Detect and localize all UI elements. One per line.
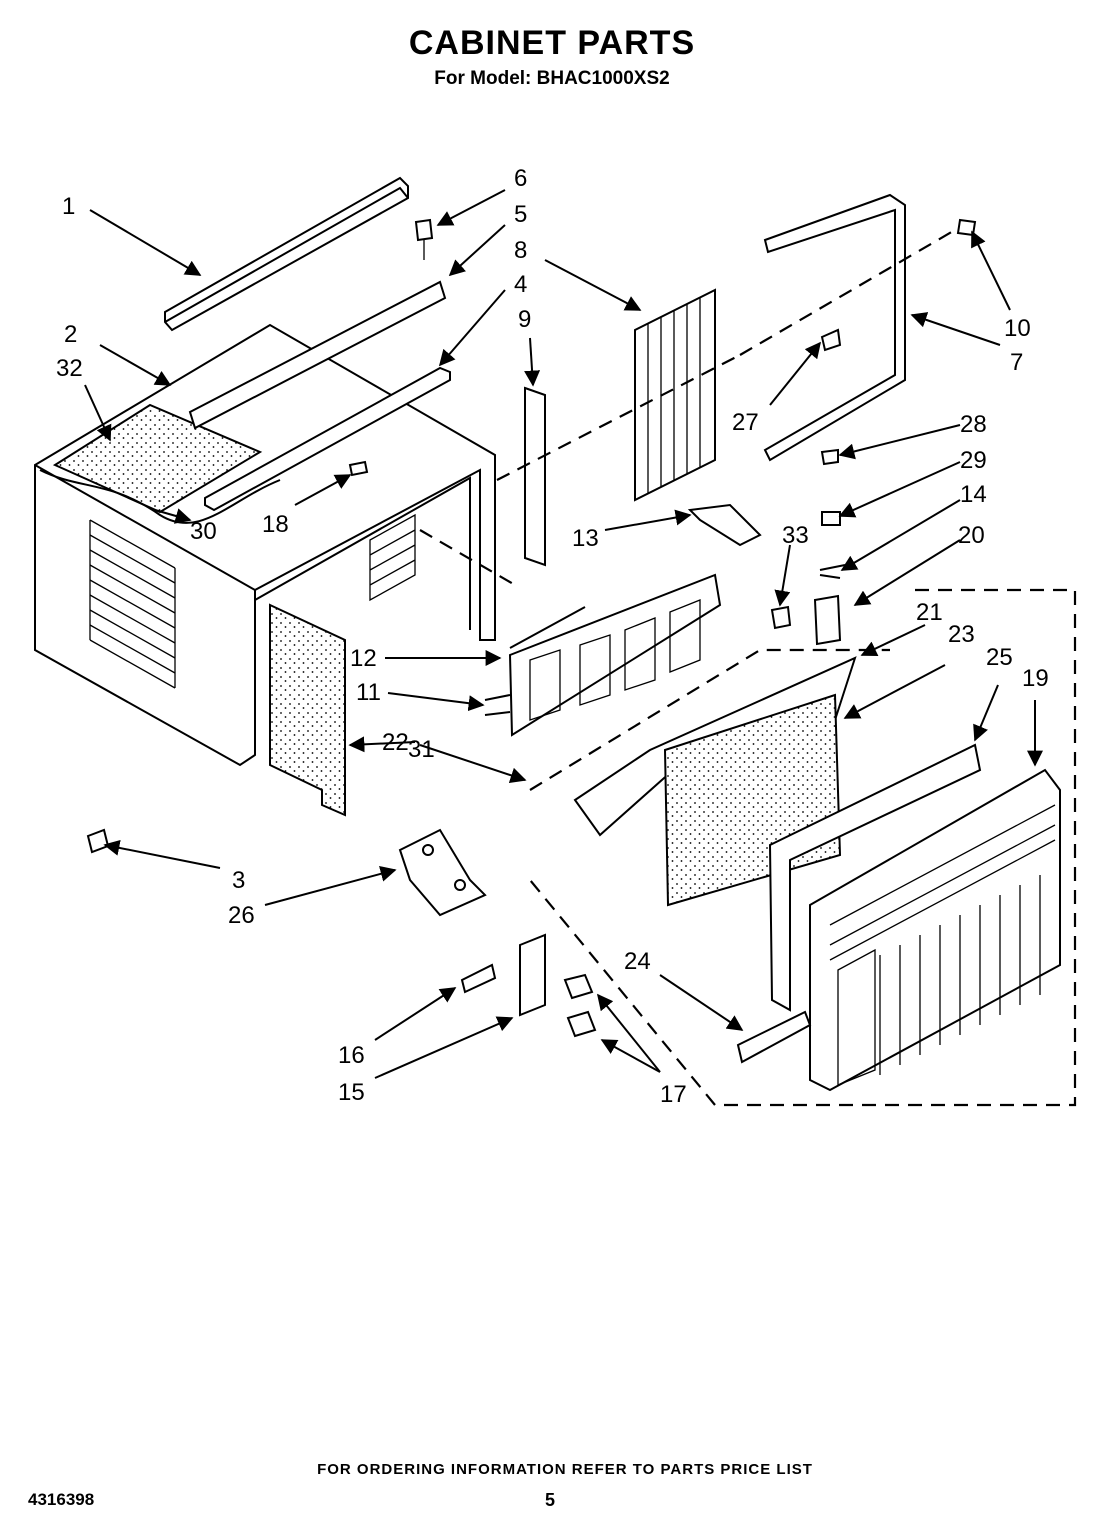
knob-upper bbox=[563, 973, 594, 1000]
callout-22: 22 bbox=[382, 729, 409, 756]
callout-8: 8 bbox=[514, 237, 527, 264]
center-assembly bbox=[484, 503, 762, 737]
optional-kit-boundary bbox=[529, 588, 1077, 1107]
fasteners bbox=[86, 218, 977, 854]
callout-10: 10 bbox=[1004, 315, 1031, 342]
callout-28: 28 bbox=[960, 411, 987, 438]
callout-labels: 1 2 3 4 5 6 7 8 9 10 11 12 13 14 15 16 1… bbox=[56, 165, 1049, 1108]
callout-15: 15 bbox=[338, 1079, 365, 1106]
ordering-info-footer: FOR ORDERING INFORMATION REFER TO PARTS … bbox=[317, 1461, 813, 1478]
bottom-rail bbox=[736, 1010, 812, 1064]
leader-lines bbox=[84, 189, 1043, 1079]
callout-24: 24 bbox=[624, 948, 651, 975]
callout-18: 18 bbox=[262, 511, 289, 538]
callout-9: 9 bbox=[518, 306, 531, 333]
side-foam-panel bbox=[269, 603, 346, 817]
vertical-strip bbox=[524, 386, 546, 567]
alignment-line-top bbox=[496, 229, 956, 481]
callout-7: 7 bbox=[1010, 349, 1023, 376]
callout-26: 26 bbox=[228, 902, 255, 929]
callout-19: 19 bbox=[1022, 665, 1049, 692]
callout-3: 3 bbox=[232, 867, 245, 894]
control-bracket bbox=[519, 933, 546, 1017]
small-clip bbox=[460, 963, 497, 994]
mount-bracket bbox=[398, 828, 487, 917]
top-rails bbox=[164, 176, 451, 512]
corrugated-baffle bbox=[634, 288, 716, 502]
callout-23: 23 bbox=[948, 621, 975, 648]
gasket-frame bbox=[768, 743, 982, 1012]
callout-27: 27 bbox=[732, 409, 759, 436]
callout-13: 13 bbox=[572, 525, 599, 552]
callout-12: 12 bbox=[350, 645, 377, 672]
callout-25: 25 bbox=[986, 644, 1013, 671]
callout-5: 5 bbox=[514, 201, 527, 228]
callout-17: 17 bbox=[660, 1081, 687, 1108]
callout-30: 30 bbox=[190, 518, 217, 545]
callout-31: 31 bbox=[408, 736, 435, 763]
callout-6: 6 bbox=[514, 165, 527, 192]
filter-panel bbox=[663, 693, 842, 907]
callout-11: 11 bbox=[356, 679, 381, 706]
callout-32: 32 bbox=[56, 355, 83, 382]
model-subtitle: For Model: BHAC1000XS2 bbox=[434, 68, 670, 89]
document-number: 4316398 bbox=[28, 1490, 95, 1509]
page-number: 5 bbox=[545, 1490, 556, 1510]
callout-33: 33 bbox=[782, 522, 809, 549]
callout-16: 16 bbox=[338, 1042, 365, 1069]
alignment-line-mid bbox=[419, 529, 516, 586]
callout-29: 29 bbox=[960, 447, 987, 474]
callout-2: 2 bbox=[64, 321, 77, 348]
callout-4: 4 bbox=[514, 271, 527, 298]
side-frame bbox=[763, 193, 906, 462]
knob-lower bbox=[566, 1010, 597, 1038]
callout-1: 1 bbox=[62, 193, 75, 220]
callout-20: 20 bbox=[958, 522, 985, 549]
front-grille bbox=[809, 768, 1061, 1092]
callout-14: 14 bbox=[960, 481, 987, 508]
callout-21: 21 bbox=[916, 599, 943, 626]
cabinet-housing bbox=[34, 323, 496, 767]
page-title: CABINET PARTS bbox=[408, 24, 696, 62]
